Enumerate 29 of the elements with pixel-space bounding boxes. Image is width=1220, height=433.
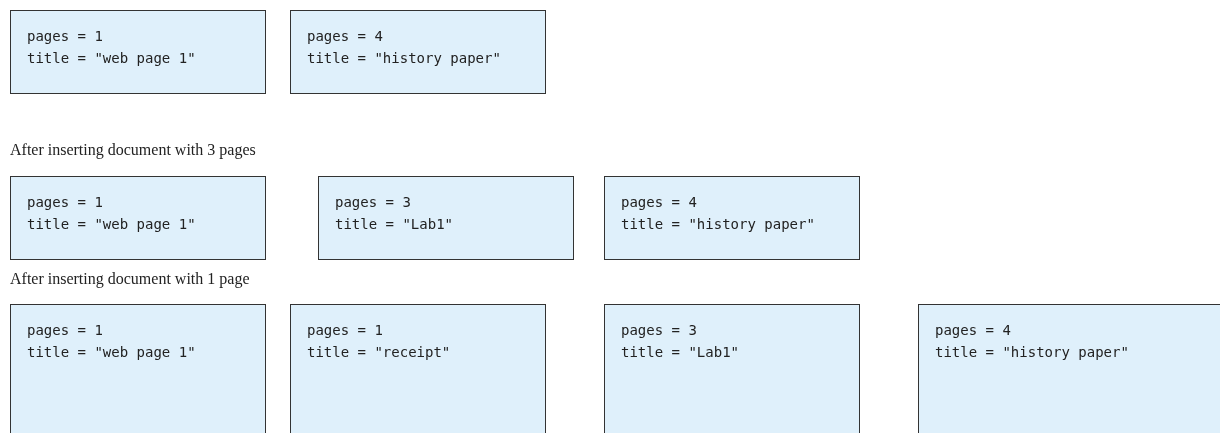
code-line: pages = 1 — [27, 27, 104, 46]
code-line: pages = 4 — [935, 321, 1012, 340]
variable-box — [604, 304, 860, 433]
code-line: title = "web page 1" — [27, 343, 197, 362]
code-line: pages = 4 — [621, 193, 698, 212]
variable-box — [318, 176, 574, 260]
code-line: pages = 3 — [621, 321, 698, 340]
variable-box — [290, 10, 546, 94]
code-line: title = "Lab1" — [621, 343, 740, 362]
variable-box — [290, 304, 546, 433]
code-line: pages = 4 — [307, 27, 384, 46]
code-line: title = "history paper" — [621, 215, 816, 234]
step-heading: After inserting document with 3 pages — [10, 141, 256, 159]
code-line: title = "web page 1" — [27, 215, 197, 234]
variable-box — [10, 304, 266, 433]
variable-box — [10, 176, 266, 260]
step-heading: After inserting document with 1 page — [10, 270, 250, 288]
code-line: title = "receipt" — [307, 343, 452, 362]
code-line: pages = 3 — [335, 193, 412, 212]
code-line: pages = 1 — [27, 321, 104, 340]
code-line: title = "history paper" — [307, 49, 502, 68]
code-line: title = "Lab1" — [335, 215, 454, 234]
code-line: pages = 1 — [307, 321, 384, 340]
code-line: pages = 1 — [27, 193, 104, 212]
variable-box — [10, 10, 266, 94]
variable-box — [604, 176, 860, 260]
code-line: title = "web page 1" — [27, 49, 197, 68]
variable-box — [918, 304, 1220, 433]
code-line: title = "history paper" — [935, 343, 1130, 362]
